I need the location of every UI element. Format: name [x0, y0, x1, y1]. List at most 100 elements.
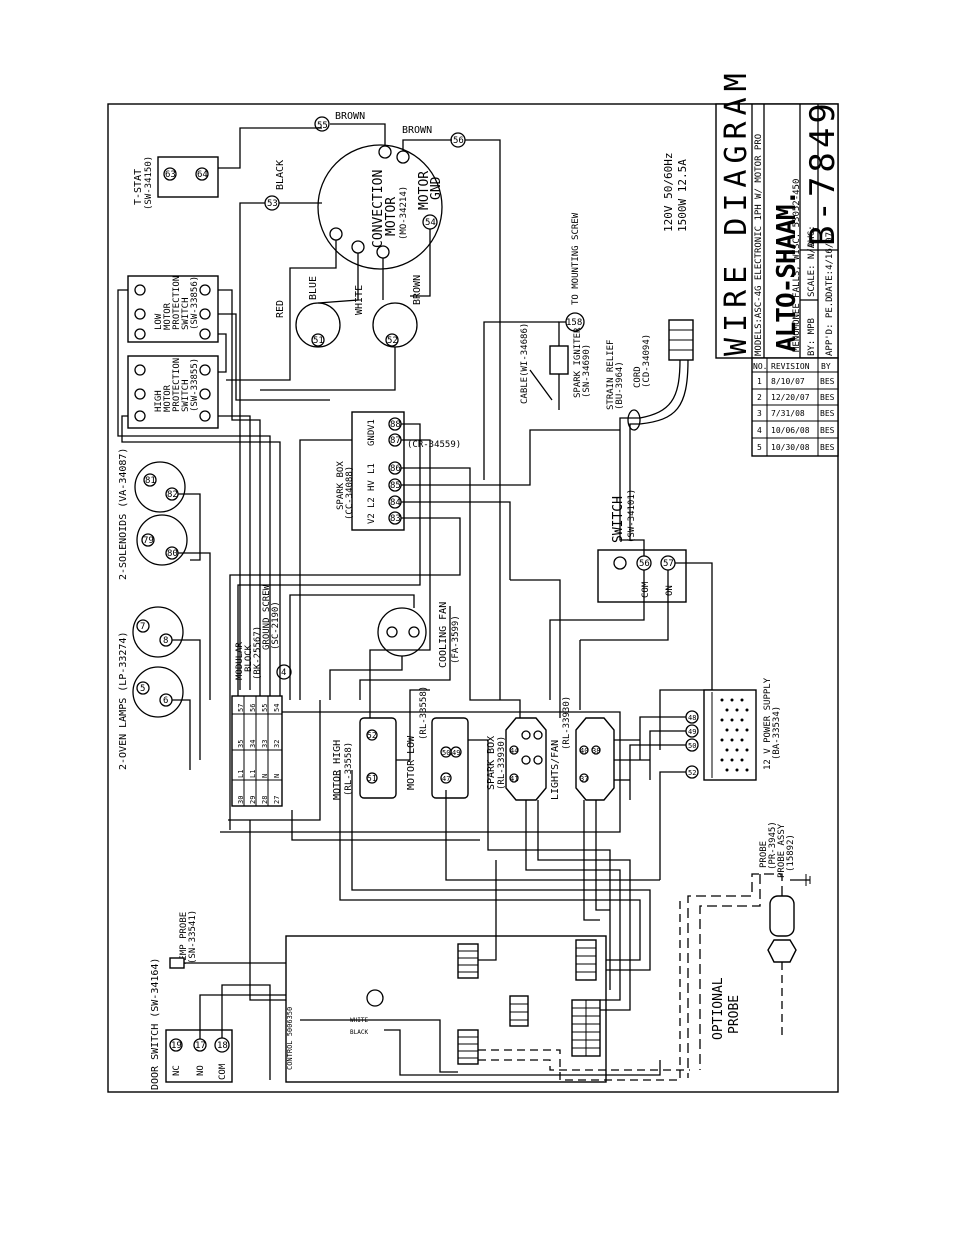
spark-igniter: 158 TO MOUNTING SCREW SPARK IGNITER (SN-…	[483, 212, 592, 480]
optional-probe-label: OPTIONAL	[711, 977, 726, 1040]
low-mps-label-2: MOTOR	[163, 302, 173, 330]
tstat: 63 64 T-STAT (SW-34150)	[133, 156, 219, 210]
terminal-49b: 49	[688, 728, 696, 736]
pin-l2: L2	[367, 497, 377, 508]
spark-box-part: (CC-34088)	[345, 466, 355, 520]
low-mps-label-3: PROTECTION	[172, 276, 182, 330]
control-black-label: BLACK	[350, 1029, 368, 1036]
title-text: WIRE DIAGRAM	[719, 67, 754, 356]
rev-row-no: 5	[757, 443, 762, 452]
connector-j3	[509, 995, 529, 1027]
wire-56: 56	[453, 136, 464, 146]
switch-part: (SW-34101)	[627, 489, 637, 543]
terminal-63: 63	[165, 170, 176, 180]
terminal-86: 86	[390, 464, 401, 474]
terminal-81: 81	[145, 476, 156, 486]
motor-wires: 55 BROWN BROWN 56 53 BLACK BLUE RED WHIT…	[218, 111, 501, 560]
terminal-18: 18	[217, 1041, 228, 1051]
motor-gnd-label-2: GND	[429, 176, 444, 200]
main-switch[interactable]: 56 57 COM ON SWITCH (SW-34101)	[597, 489, 687, 603]
lights-fan-relay: 40 38 37 LIGHTS/FAN (RL-33930)	[550, 696, 615, 801]
ground-screw-part: (SC-2190)	[271, 601, 281, 650]
rev-header-no: NO.	[753, 362, 767, 371]
cooling-fan-part: (FA-3599)	[451, 615, 461, 664]
terminal-88: 88	[390, 420, 401, 430]
wire-53: 53	[267, 199, 278, 209]
tstat-part: (SW-34150)	[144, 156, 154, 210]
wire-51: 51	[313, 336, 324, 346]
rev-header-by: BY	[821, 362, 831, 371]
spark-relay-label: SPARK BOX	[486, 736, 497, 790]
date-text: DATE:4/16/07	[825, 232, 835, 297]
cord-label: CORD	[633, 366, 643, 388]
terminal-158: 158	[566, 318, 582, 328]
mps-wires	[117, 289, 396, 700]
terminal-56: 56	[639, 559, 650, 569]
scale-text: SCALE: N/A	[807, 242, 817, 297]
probe-assy-part: (15892)	[786, 834, 796, 872]
motor-high-label: MOTOR HIGH	[332, 740, 343, 800]
rev-row-date: 10/30/08	[771, 443, 810, 452]
motor-name: CONVECTION	[371, 170, 386, 248]
control-board: CONTROL 5006350 WHITE BLACK	[285, 935, 607, 1083]
terminal-57: 57	[663, 559, 674, 569]
rev-row-date: 10/06/08	[771, 426, 810, 435]
cable-label: CABLE(WI-34686)	[520, 323, 530, 404]
motor-high-relay: 52 51 MOTOR HIGH (RL-33558)	[332, 717, 397, 800]
terminal-47: 47	[442, 775, 450, 783]
terminal-41: 41	[510, 775, 518, 783]
terminal-51: 51	[367, 774, 377, 783]
tb-34: 34	[249, 740, 257, 748]
rev-row-by: BES	[820, 409, 835, 418]
solenoids-label: 2-SOLENOIDS (VA-34087)	[118, 448, 129, 580]
high-motor-protection-switch: HIGH MOTOR PROTECTION SWITCH (SW-33855)	[127, 355, 219, 429]
solenoids: 81 82 79 80 2-SOLENOIDS (VA-34087)	[118, 448, 211, 700]
door-no-label: NO	[196, 1065, 206, 1076]
convection-motor: CONVECTION MOTOR (MO-34214) MOTOR GND 54	[317, 144, 444, 270]
cooling-fan: COOLING FAN (FA-3599)	[289, 594, 461, 700]
terminal-52: 52	[367, 731, 377, 740]
door-switch-label: DOOR SWITCH (SW-34164)	[150, 958, 161, 1090]
terminal-82: 82	[167, 490, 178, 500]
power-rating-1: 120V 50/60Hz	[662, 153, 675, 232]
probe-label: PROBE	[759, 841, 769, 868]
temp-probe-part: (SN-33541)	[188, 910, 198, 964]
connector-j5	[571, 999, 601, 1057]
tb-57: 57	[237, 704, 245, 712]
terminal-48: 48	[688, 714, 696, 722]
power-supply-label: 12 V POWER SUPPLY	[763, 677, 773, 770]
terminal-84: 84	[390, 498, 401, 508]
motor-gnd-label: MOTOR	[417, 171, 432, 210]
tb-27: 27	[273, 796, 281, 804]
terminal-87: 87	[390, 436, 401, 446]
high-mps-label-2: MOTOR	[163, 384, 173, 412]
switch-on-label: ON	[665, 585, 675, 596]
tb-label-l1b: L1	[249, 770, 257, 778]
mounting-screw-label: TO MOUNTING SCREW	[571, 212, 581, 305]
title-block: WIRE DIAGRAM MODELS:ASC-4G ELECTRONIC 1P…	[662, 67, 843, 359]
terminal-49: 49	[452, 749, 460, 757]
company-logo: ALTO-SHAAM.	[772, 191, 802, 352]
pin-l1: L1	[367, 463, 377, 474]
spark-box-wires	[229, 423, 620, 780]
pin-hv: HV	[367, 480, 377, 491]
appd-text: APP'D: PE.D	[825, 296, 835, 356]
buzzer-icon	[366, 989, 384, 1007]
spark-box-label: SPARK BOX	[336, 461, 346, 510]
switch-label: SWITCH	[611, 496, 626, 543]
wire-label-white: WHITE	[354, 285, 365, 315]
door-com-label: COM	[218, 1063, 228, 1080]
motor-low-part: (RL-33558)	[419, 686, 429, 740]
rev-row-no: 1	[757, 377, 762, 386]
terminal-19: 19	[171, 1041, 182, 1051]
tb-29: 29	[249, 796, 257, 804]
wire-label-brown-motor: BROWN	[412, 275, 423, 305]
motor-low-label: MOTOR LOW	[406, 735, 417, 790]
terminal-83: 83	[390, 514, 401, 524]
high-mps-label-4: SWITCH	[181, 379, 191, 412]
low-motor-protection-switch: LOW MOTOR PROTECTION SWITCH (SW-33856)	[127, 275, 219, 343]
spark-relay-part: (RL-33930)	[497, 736, 507, 790]
strain-relief-part: (BU-3964)	[615, 361, 625, 410]
